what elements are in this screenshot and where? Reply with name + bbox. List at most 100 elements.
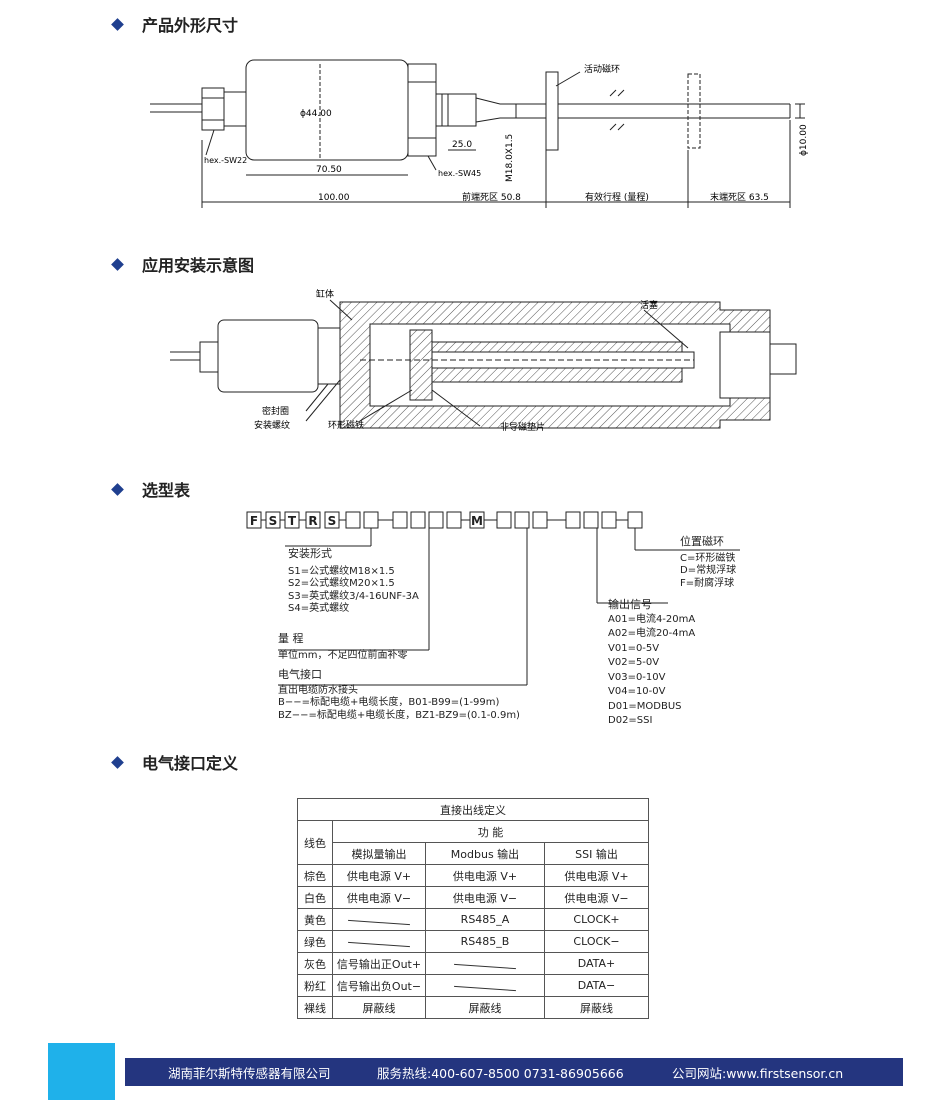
table-cell: CLOCK− [544, 930, 649, 953]
table-cell: 供电电源 V+ [332, 864, 426, 887]
list-item: B−−=标配电缆+电缆长度，B01-B99=(1-99m) [278, 697, 500, 708]
wire-color-cell: 白色 [297, 886, 333, 909]
table-cell: DATA− [544, 974, 649, 997]
wire-color-cell: 灰色 [297, 952, 333, 975]
table-cell: CLOCK+ [544, 908, 649, 931]
connector-block: 电气接口 直出电缆防水接头 B−−=标配电缆+电缆长度，B01-B99=(1-9… [278, 668, 520, 722]
magnet-block: 位置磁环 C=环形磁铁 D=常规浮球 F=耐腐浮球 [680, 535, 737, 590]
table-cell: 信号输出正Out+ [332, 952, 426, 975]
table-row: 绿色 RS485_B CLOCK− [297, 930, 649, 953]
section-title-dimensions: 产品外形尺寸 [111, 12, 238, 36]
list-item: D=常规浮球 [680, 565, 737, 576]
label-piston: 活塞 [640, 299, 658, 311]
list-item: V04=10-0V [608, 686, 666, 697]
slash-line [348, 941, 410, 948]
dim-100: 100.00 [318, 193, 350, 203]
list-item: A01=电流4-20mA [608, 613, 696, 625]
dim-dia-10: ϕ10.00 [799, 124, 809, 156]
dim-stroke: 有效行程 (量程) [585, 191, 649, 203]
list-item: F=耐腐浮球 [680, 577, 735, 589]
connector-title: 电气接口 [278, 668, 322, 681]
range-title: 量 程 [278, 632, 304, 645]
wire-definition-table: 直接出线定义 线色 功 能 模拟量输出 Modbus 输出 SSI 输出 棕色 … [297, 798, 649, 1019]
dim-hex-45: hex.-SW45 [438, 169, 481, 178]
wire-color-cell: 绿色 [297, 930, 333, 953]
col-header: Modbus 输出 [425, 842, 545, 865]
table-row: 粉红 信号输出负Out− DATA− [297, 974, 649, 997]
label-magnet-ring: 活动磁环 [584, 63, 620, 75]
wire-color-cell: 裸线 [297, 996, 333, 1019]
table-cell: 信号输出负Out− [332, 974, 426, 997]
table-row: 白色 供电电源 V− 供电电源 V− 供电电源 V− [297, 886, 649, 909]
output-title: 输出信号 [608, 598, 652, 611]
code-char: F [250, 514, 258, 528]
table-cell: 供电电源 V+ [425, 864, 545, 887]
diamond-icon [111, 257, 124, 271]
label-spacer: 非导磁垫片 [500, 421, 545, 433]
col-header: 模拟量输出 [332, 842, 426, 865]
table-cell: 供电电源 V− [544, 886, 649, 909]
list-item: D01=MODBUS [608, 700, 682, 712]
list-item: V01=0-5V [608, 642, 660, 654]
range-desc: 单位mm，不足四位前面补零 [278, 649, 408, 661]
list-item: V03=0-10V [608, 671, 666, 683]
table-cell: 供电电源 V− [425, 886, 545, 909]
footer-accent-block [48, 1043, 115, 1100]
list-item: S3=英式螺纹3/4-16UNF-3A [288, 590, 419, 602]
table-cell: RS485_A [425, 908, 545, 931]
table-cell: 供电电源 V+ [544, 864, 649, 887]
dim-25: 25.0 [452, 140, 472, 150]
table-cell: RS485_B [425, 930, 545, 953]
mount-type-title: 安装形式 [288, 547, 332, 560]
dim-hex-22: hex.-SW22 [204, 156, 247, 165]
list-item: C=环形磁铁 [680, 552, 736, 564]
table-row: 黄色 RS485_A CLOCK+ [297, 908, 649, 931]
label-seal: 密封圈 [262, 405, 289, 417]
section-title-electrical: 电气接口定义 [111, 750, 238, 774]
label-cylinder: 缸体 [316, 288, 334, 300]
mount-type-block: 安装形式 S1=公式螺纹M18×1.5 S2=公式螺纹M20×1.5 S3=英式… [288, 547, 419, 616]
magnet-title: 位置磁环 [680, 535, 724, 548]
header-function: 功 能 [332, 820, 649, 843]
label-install-thread: 安装螺纹 [254, 419, 290, 431]
code-char: R [308, 514, 317, 528]
list-item: S1=公式螺纹M18×1.5 [288, 565, 395, 577]
col-header: SSI 输出 [544, 842, 649, 865]
table-cell: DATA+ [544, 952, 649, 975]
table-cell-empty [332, 930, 426, 953]
wire-color-cell: 粉红 [297, 974, 333, 997]
table-cell: 屏蔽线 [544, 996, 649, 1019]
output-block: 输出信号 A01=电流4-20mA A02=电流20-4mA V01=0-5V … [608, 598, 695, 729]
dimension-drawing: ϕ44.00 70.50 25.0 M18.0X1.5 hex.-SW45 he… [150, 59, 809, 208]
slash-line [348, 919, 410, 926]
code-char-m: M [471, 514, 483, 528]
dim-end-dead: 末端死区 63.5 [710, 191, 769, 203]
model-code: F S T R S M [246, 511, 740, 686]
diamond-icon [111, 755, 124, 769]
footer-website[interactable]: 公司网站:www.firstsensor.cn [672, 1065, 844, 1081]
code-char: S [328, 514, 337, 528]
table-title: 直接出线定义 [297, 798, 649, 821]
dim-70-50: 70.50 [316, 165, 342, 175]
dim-dia-44: ϕ44.00 [300, 109, 332, 119]
code-char: S [269, 514, 278, 528]
list-item: V02=5-0V [608, 657, 660, 668]
table-cell: 屏蔽线 [425, 996, 545, 1019]
table-row: 裸线 屏蔽线 屏蔽线 屏蔽线 [297, 996, 649, 1019]
table-row: 棕色 供电电源 V+ 供电电源 V+ 供电电源 V+ [297, 864, 649, 887]
footer-bar: 湖南菲尔斯特传感器有限公司 服务热线:400-607-8500 0731-869… [125, 1058, 903, 1086]
installation-drawing: 缸体 活塞 密封圈 安装螺纹 环形磁铁 非导磁垫片 [170, 288, 797, 433]
slash-line [454, 985, 516, 992]
list-item: A02=电流20-4mA [608, 628, 696, 639]
table-cell: 供电电源 V− [332, 886, 426, 909]
list-item: S4=英式螺纹 [288, 603, 350, 614]
table-row: 灰色 信号输出正Out+ DATA+ [297, 952, 649, 975]
footer-company: 湖南菲尔斯特传感器有限公司 [168, 1065, 331, 1081]
list-item: BZ−−=标配电缆+电缆长度，BZ1-BZ9=(0.1-0.9m) [278, 709, 520, 721]
diamond-icon [111, 482, 124, 496]
dim-thread: M18.0X1.5 [505, 134, 515, 182]
dim-front-dead: 前端死区 50.8 [462, 191, 521, 203]
list-item: 直出电缆防水接头 [278, 684, 358, 696]
label-ring-magnet: 环形磁铁 [328, 419, 364, 431]
table-cell-empty [332, 908, 426, 931]
